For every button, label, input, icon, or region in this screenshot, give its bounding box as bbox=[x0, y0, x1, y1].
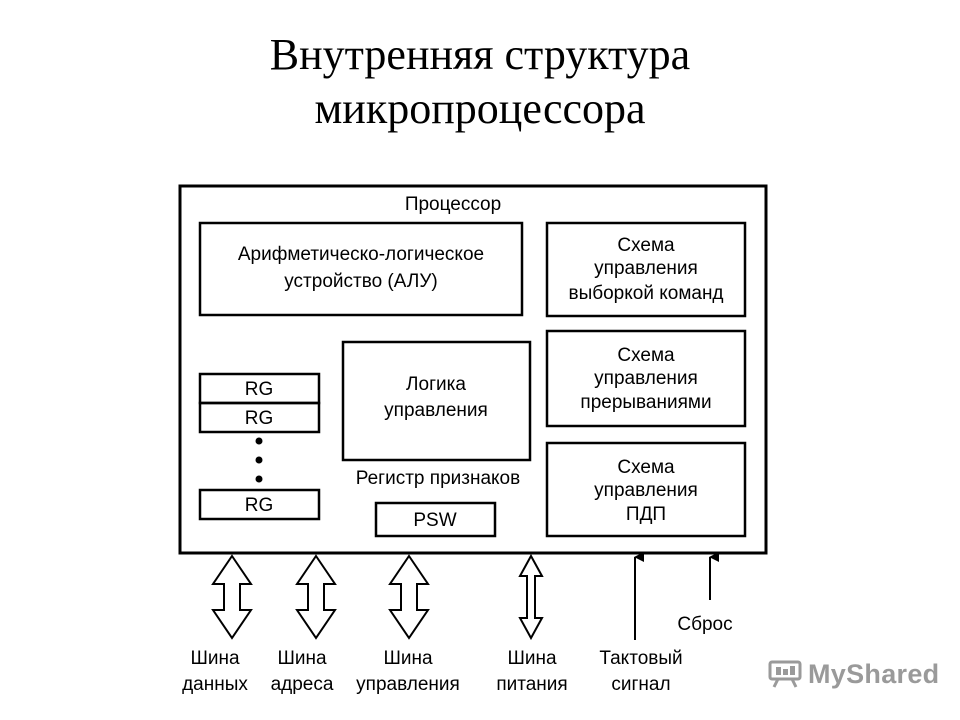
interrupt-control-line-2: управления bbox=[594, 368, 698, 389]
control-logic-line-2: управления bbox=[384, 400, 488, 421]
alu-block bbox=[198, 221, 524, 317]
address-bus-arrow bbox=[295, 554, 337, 640]
fetch-control-line-3: выборкой команд bbox=[568, 283, 723, 304]
dma-control-line-3: ПДП bbox=[626, 504, 666, 525]
control-bus-label-line-1: Шина bbox=[383, 648, 433, 669]
clock-signal-label-line-2: сигнал bbox=[611, 674, 670, 695]
alu-label-line-2: устройство (АЛУ) bbox=[284, 271, 437, 292]
register-label-3: RG bbox=[245, 495, 274, 516]
data-bus-label-line-2: данных bbox=[182, 674, 248, 695]
address-bus-label-line-2: адреса bbox=[271, 674, 334, 695]
processor-frame bbox=[178, 184, 768, 555]
psw-label: PSW bbox=[413, 510, 456, 531]
fetch-control-line-1: Схема bbox=[617, 235, 675, 256]
interrupt-control-block bbox=[545, 329, 747, 428]
fetch-control-line-2: управления bbox=[594, 258, 698, 279]
data-bus-arrow bbox=[211, 554, 253, 640]
watermark-text: MyShared bbox=[808, 658, 940, 689]
register-label-1: RG bbox=[245, 379, 274, 400]
power-bus-label-line-2: питания bbox=[496, 674, 567, 695]
dma-control-block bbox=[545, 441, 747, 538]
psw-block bbox=[374, 501, 497, 538]
slide-title-line-1: Внутренняя структура bbox=[269, 30, 691, 79]
clock-signal-label-line-1: Тактовый bbox=[599, 648, 682, 669]
power-bus-label-line-1: Шина bbox=[507, 648, 557, 669]
processor-label: Процессор bbox=[405, 194, 501, 215]
register-ellipsis-dot-1 bbox=[255, 437, 263, 445]
control-logic-line-1: Логика bbox=[406, 374, 466, 395]
control-logic-block bbox=[341, 340, 532, 462]
register-ellipsis-dot-2 bbox=[255, 456, 263, 464]
register-label-2: RG bbox=[245, 408, 274, 429]
slide-title: Внутренняя структура микропроцессора bbox=[0, 28, 960, 136]
address-bus-label-line-1: Шина bbox=[277, 648, 327, 669]
control-bus-arrow bbox=[388, 554, 430, 640]
register-block-3 bbox=[198, 488, 321, 521]
reset-label: Сброс bbox=[677, 614, 732, 635]
presentation-board-icon bbox=[768, 660, 802, 688]
control-bus-label-line-2: управления bbox=[356, 674, 460, 695]
alu-label-line-1: Арифметическо-логическое bbox=[238, 244, 484, 265]
fetch-control-block bbox=[545, 221, 747, 318]
interrupt-control-line-3: прерываниями bbox=[580, 392, 711, 413]
dma-control-line-1: Схема bbox=[617, 457, 675, 478]
interrupt-control-line-1: Схема bbox=[617, 345, 675, 366]
data-bus-label-line-1: Шина bbox=[190, 648, 240, 669]
register-ellipsis-dot-3 bbox=[255, 475, 263, 483]
flags-register-label: Регистр признаков bbox=[356, 468, 520, 489]
power-bus-arrow bbox=[518, 553, 544, 641]
register-block-2 bbox=[198, 401, 321, 434]
watermark: MyShared bbox=[768, 656, 939, 692]
slide-title-line-2: микропроцессора bbox=[314, 84, 646, 133]
dma-control-line-2: управления bbox=[594, 480, 698, 501]
